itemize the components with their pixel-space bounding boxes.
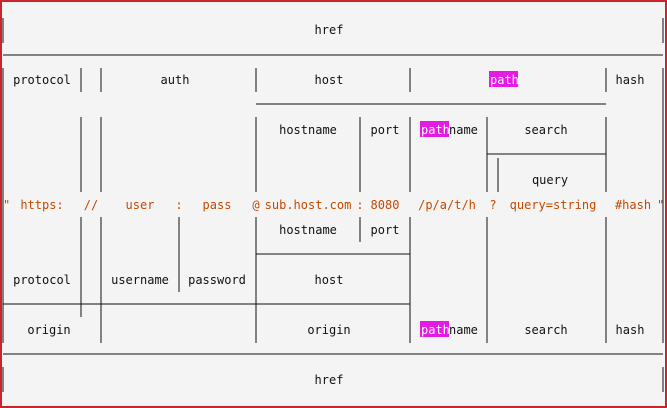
origin-left-label: origin <box>27 323 70 337</box>
hash-label: hash <box>616 73 645 87</box>
href-bottom-label: href <box>315 373 344 387</box>
search-lower-label: search <box>524 323 567 337</box>
host-lower-label: host <box>315 273 344 287</box>
path-highlight-box <box>489 71 518 87</box>
origin-mid-label: origin <box>307 323 350 337</box>
url-hostname: sub.host.com <box>265 198 352 212</box>
protocol-lower-label: protocol <box>13 273 71 287</box>
password-label: password <box>188 273 246 287</box>
href-top-label: href <box>315 23 344 37</box>
url-query: query=string <box>510 198 597 212</box>
url-hash: #hash <box>615 198 651 212</box>
username-label: username <box>111 273 169 287</box>
pathname-lower-rest-label: name <box>449 323 478 337</box>
url-close-quote: " <box>657 198 664 212</box>
host-label: host <box>315 73 344 87</box>
path-label: path <box>490 73 519 87</box>
port-label: port <box>371 123 400 137</box>
url-at: @ <box>252 198 259 212</box>
url-port: 8080 <box>371 198 400 212</box>
auth-label: auth <box>161 73 190 87</box>
pathname-lower-highlight-box <box>420 321 449 337</box>
pathname-rest-label: name <box>449 123 478 137</box>
port-lower-label: port <box>371 223 400 237</box>
url-user: user <box>126 198 155 212</box>
pathname-highlight-box <box>420 121 449 137</box>
url-path: /p/a/t/h <box>418 198 476 212</box>
diagram-lines <box>2 18 664 392</box>
url-slashes: // <box>84 198 98 212</box>
url-open-quote: " <box>3 198 10 212</box>
url-port-colon: : <box>356 198 363 212</box>
url-question: ? <box>489 198 496 212</box>
hostname-lower-label: hostname <box>279 223 337 237</box>
query-label: query <box>532 173 568 187</box>
url-pass: pass <box>203 198 232 212</box>
pathname-highlight-label: path <box>421 123 450 137</box>
protocol-label: protocol <box>13 73 71 87</box>
search-label: search <box>524 123 567 137</box>
url-protocol: https: <box>20 198 63 212</box>
hash-lower-label: hash <box>616 323 645 337</box>
url-colon: : <box>175 198 182 212</box>
pathname-lower-highlight-label: path <box>421 323 450 337</box>
hostname-label: hostname <box>279 123 337 137</box>
